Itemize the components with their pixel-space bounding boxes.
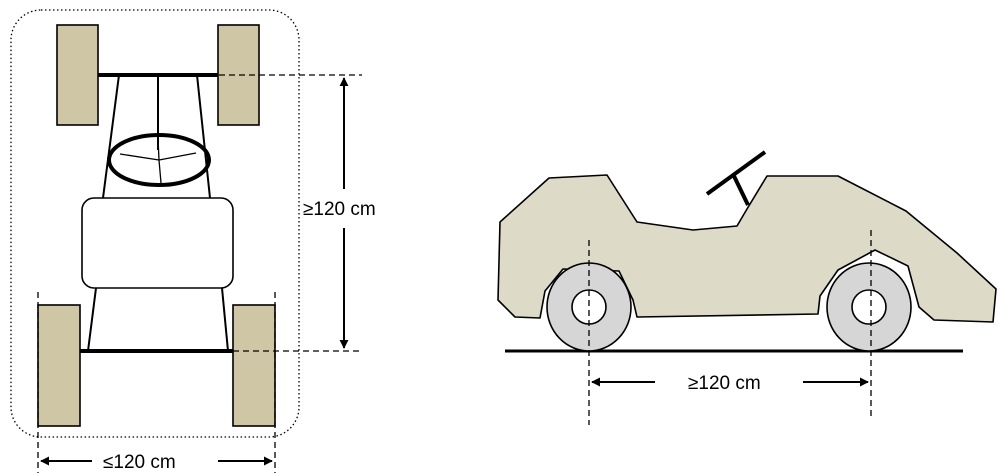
track-dimension: ≤120 cm (40, 452, 273, 473)
rear-right-tire (232, 304, 276, 427)
front-wheel (546, 262, 632, 352)
seat-block (81, 197, 234, 289)
extension-lines (37, 74, 362, 473)
axle-centerlines (588, 230, 872, 425)
frame (87, 74, 229, 352)
wheelbase-label-top: ≥120 cm (303, 199, 376, 220)
steering-column (705, 150, 767, 206)
side-view: ≥120 cm (497, 150, 997, 425)
rear-wheel (826, 262, 912, 352)
steering-wheel-icon (107, 133, 211, 187)
top-view: ≥120 cm ≤120 cm (10, 9, 376, 473)
track-label: ≤120 cm (103, 452, 176, 473)
wheelbase-dimension-side: ≥120 cm (591, 373, 869, 394)
wheelbase-dimension-top: ≥120 cm (303, 77, 376, 349)
wheelbase-label-side: ≥120 cm (688, 373, 761, 394)
front-left-tire (56, 24, 99, 126)
rear-left-tire (37, 304, 81, 427)
